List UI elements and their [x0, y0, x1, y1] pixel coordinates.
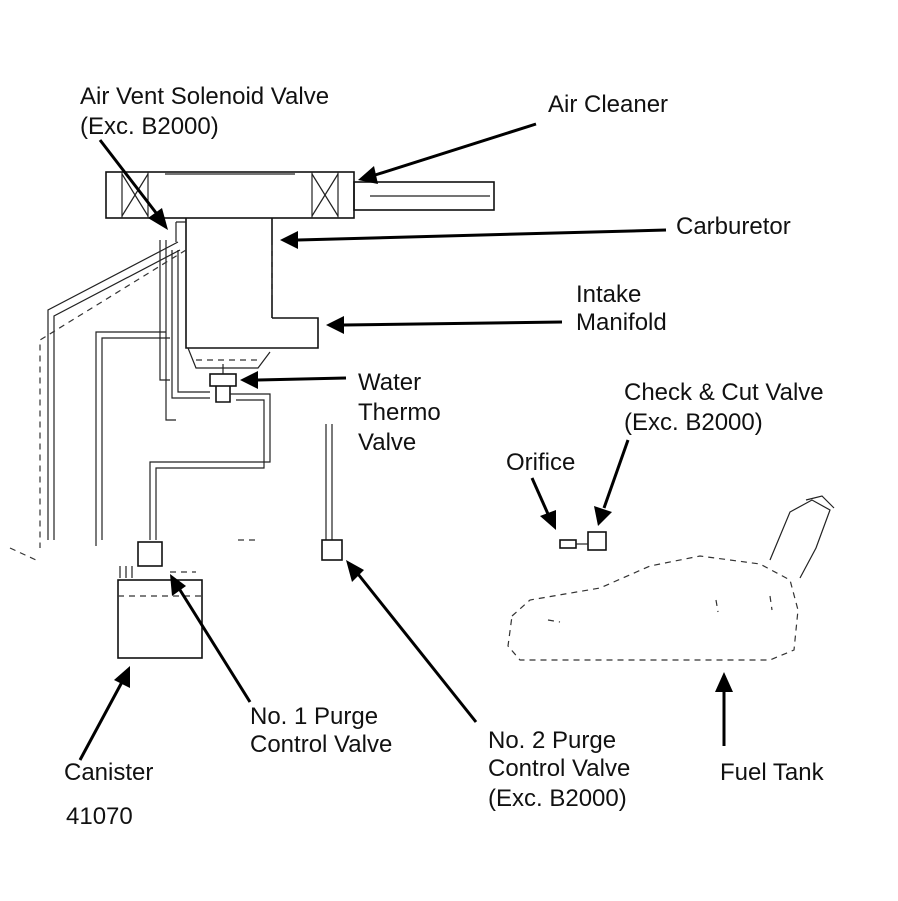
- labels: Air Vent Solenoid Valve (Exc. B2000) Air…: [64, 83, 825, 830]
- vapor-hoses: [9, 240, 333, 561]
- arrow-purge-1: [178, 589, 252, 703]
- fuel-tank-drawing: [507, 495, 835, 661]
- label-air-cleaner: Air Cleaner: [548, 91, 668, 118]
- label-air-vent-solenoid: Air Vent Solenoid Valve: [80, 83, 329, 110]
- purge-valve-2-drawing: [321, 539, 343, 561]
- water-thermo-valve-drawing: [209, 364, 237, 403]
- label-purge-1-control: Control Valve: [250, 731, 392, 758]
- arrow-carburetor: [297, 228, 667, 242]
- label-intake: Intake: [576, 281, 641, 308]
- air-cleaner-drawing: [105, 171, 495, 219]
- label-canister: Canister: [64, 759, 153, 786]
- label-manifold: Manifold: [576, 309, 667, 336]
- label-fuel-tank: Fuel Tank: [720, 759, 825, 786]
- label-water: Water: [358, 369, 421, 396]
- arrow-check-cut: [602, 439, 630, 509]
- arrow-air-cleaner: [371, 122, 537, 178]
- label-air-vent-solenoid-note: (Exc. B2000): [80, 113, 219, 140]
- canister-drawing: [117, 541, 203, 659]
- carburetor-drawing: [175, 218, 273, 335]
- arrow-purge-2: [356, 573, 478, 723]
- arrow-water-thermo: [257, 376, 347, 382]
- label-water-valve: Valve: [358, 429, 416, 456]
- label-orifice: Orifice: [506, 449, 575, 476]
- label-purge-2-control: Control Valve: [488, 755, 630, 782]
- arrow-canister: [78, 681, 124, 761]
- pointer-arrows: [78, 122, 733, 761]
- label-check-cut-note: (Exc. B2000): [624, 409, 763, 436]
- label-purge-2-note: (Exc. B2000): [488, 785, 627, 812]
- label-check-cut-valve: Check & Cut Valve: [624, 379, 824, 406]
- label-carburetor: Carburetor: [676, 213, 791, 240]
- label-purge-2: No. 2 Purge: [488, 727, 616, 754]
- arrow-intake-manifold: [343, 320, 563, 327]
- label-thermo: Thermo: [358, 399, 441, 426]
- arrow-orifice: [530, 477, 550, 515]
- intake-manifold-drawing: [185, 317, 319, 369]
- label-purge-1: No. 1 Purge: [250, 703, 378, 730]
- figure-number: 41070: [66, 803, 133, 830]
- arrow-air-vent: [98, 139, 162, 219]
